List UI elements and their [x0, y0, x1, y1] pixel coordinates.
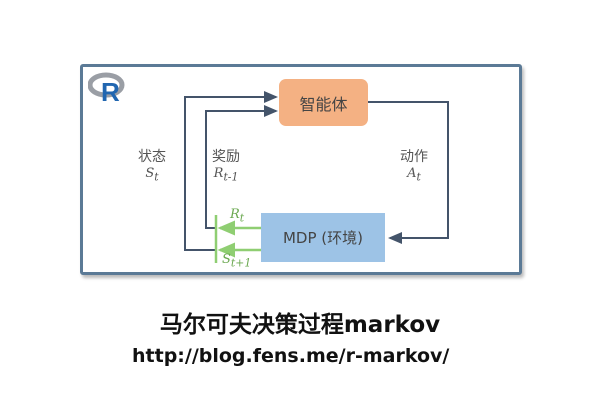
rt-subscript: t — [239, 211, 245, 225]
state-arrow — [184, 91, 278, 251]
rt-label: Rt — [230, 207, 244, 225]
reward-arrow — [205, 105, 278, 229]
state-text: 状态 — [138, 149, 166, 165]
action-arrow — [368, 101, 449, 244]
reward-symbol: R — [213, 166, 224, 181]
agent-box: 智能体 — [279, 79, 368, 126]
rt-symbol: R — [230, 207, 240, 222]
state-symbol: S — [145, 166, 155, 181]
state-subscript: t — [154, 170, 159, 184]
action-symbol: A — [407, 166, 417, 181]
caption-url[interactable]: http://blog.fens.me/r-markov/ — [132, 345, 450, 367]
svg-text:R: R — [101, 77, 120, 104]
action-text: 动作 — [400, 149, 428, 165]
reward-subscript: t-1 — [223, 170, 239, 184]
action-subscript: t — [416, 170, 421, 184]
reward-text: 奖励 — [212, 149, 240, 165]
st1-label: St+1 — [222, 252, 251, 270]
st1-symbol: S — [222, 252, 231, 267]
caption-title: 马尔可夫决策过程markov — [159, 312, 441, 338]
environment-box: MDP (环境) — [261, 213, 385, 262]
st1-subscript: t+1 — [230, 256, 252, 270]
r-logo: R — [88, 70, 128, 104]
